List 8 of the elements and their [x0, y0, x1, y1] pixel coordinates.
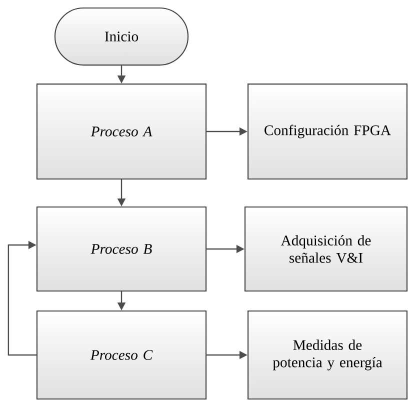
process-box: Medidas de potencia y energía [248, 310, 408, 400]
process-box: Proceso A [36, 84, 207, 180]
process-box: Proceso C [36, 310, 207, 400]
process-box: Configuración FPGA [248, 84, 408, 180]
start-terminal: Inicio [54, 7, 189, 66]
arrow [8, 240, 36, 356]
process-box: Proceso B [36, 206, 207, 292]
process-box: Adquisición de señales V&I [244, 206, 408, 292]
